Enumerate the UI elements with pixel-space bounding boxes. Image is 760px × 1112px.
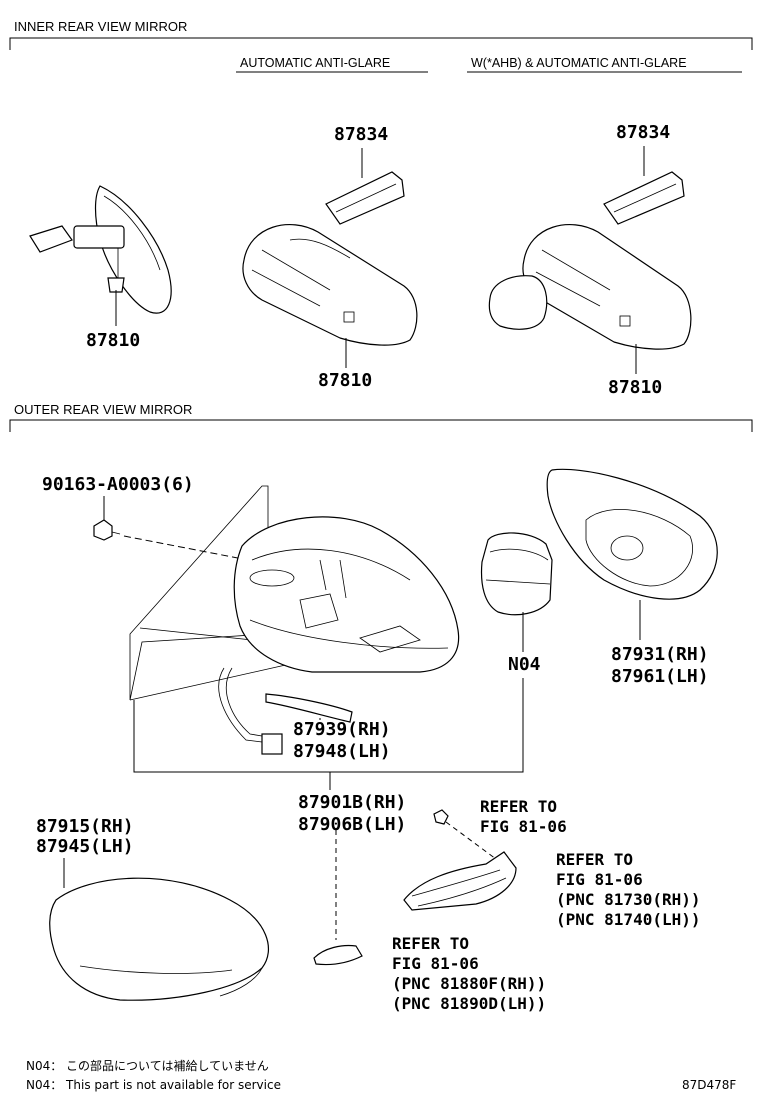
note-english: N04： This part is not available for serv… [26,1078,281,1092]
variant-label-auto: AUTOMATIC ANTI-GLARE [240,56,390,70]
part-number-housing-rh: 87915(RH) [36,816,134,837]
wire-harness-illustration [218,667,283,755]
mirror-base-outline [129,485,291,701]
variant-label-ahb: W(*AHB) & AUTOMATIC ANTI-GLARE [471,56,687,70]
part-number-housing-lh: 87945(LH) [36,836,134,857]
dashed-ref-screw [445,821,501,863]
note-japanese: N04： この部品については補給していません [26,1058,269,1073]
part-number-inner-std-mirror: 87810 [86,330,140,351]
part-number-assembly-rh: 87901B(RH) [298,792,406,813]
inner-mirror-standard-illustration [29,185,172,314]
turn-lamp-illustration [403,851,517,911]
housing-cover-illustration [49,877,270,1001]
inner-mirror-auto-illustration [242,171,418,346]
ref-side-lamp-line2: FIG 81-06 [392,954,479,973]
side-lamp-illustration [313,944,363,966]
part-number-glass-lh: 87961(LH) [611,666,709,687]
ref-side-lamp-line1: REFER TO [392,934,469,953]
part-number-cover-piece-lh: 87948(LH) [293,741,391,762]
mirror-motor-illustration [480,532,553,616]
part-number-auto-mirror: 87810 [318,370,372,391]
section-title-inner: INNER REAR VIEW MIRROR [14,19,187,34]
mirror-housing-illustration [233,516,460,673]
ref-screw-illustration [433,809,449,825]
dashed-screw-line [123,535,249,561]
ref-screw-line2: FIG 81-06 [480,817,567,836]
ref-turn-lamp-line4: (PNC 81740(LH)) [556,910,701,929]
ref-screw-line1: REFER TO [480,797,557,816]
part-number-assembly-lh: 87906B(LH) [298,814,406,835]
mirror-glass-illustration [546,468,718,600]
cover-piece-illustration [265,693,353,723]
part-number-screw: 90163-A0003(6) [42,474,194,495]
assembly-bracket [133,678,524,773]
section-bracket-inner [9,37,753,50]
part-number-glass-rh: 87931(RH) [611,644,709,665]
section-title-outer: OUTER REAR VIEW MIRROR [14,402,192,417]
section-bracket-outer [9,419,753,432]
motor-note-label: N04 [508,654,541,675]
ref-turn-lamp-line1: REFER TO [556,850,633,869]
figure-code: 87D478F [682,1078,736,1092]
part-number-ahb-mirror: 87810 [608,377,662,398]
ref-turn-lamp-line3: (PNC 81730(RH)) [556,890,701,909]
ref-turn-lamp-line2: FIG 81-06 [556,870,643,889]
inner-mirror-ahb-illustration [488,171,692,350]
part-number-ahb-cover: 87834 [616,122,670,143]
part-number-auto-cover: 87834 [334,124,388,145]
ref-side-lamp-line4: (PNC 81890D(LH)) [392,994,546,1013]
screw-illustration [93,519,121,541]
ref-side-lamp-line3: (PNC 81880F(RH)) [392,974,546,993]
part-number-cover-piece-rh: 87939(RH) [293,719,391,740]
